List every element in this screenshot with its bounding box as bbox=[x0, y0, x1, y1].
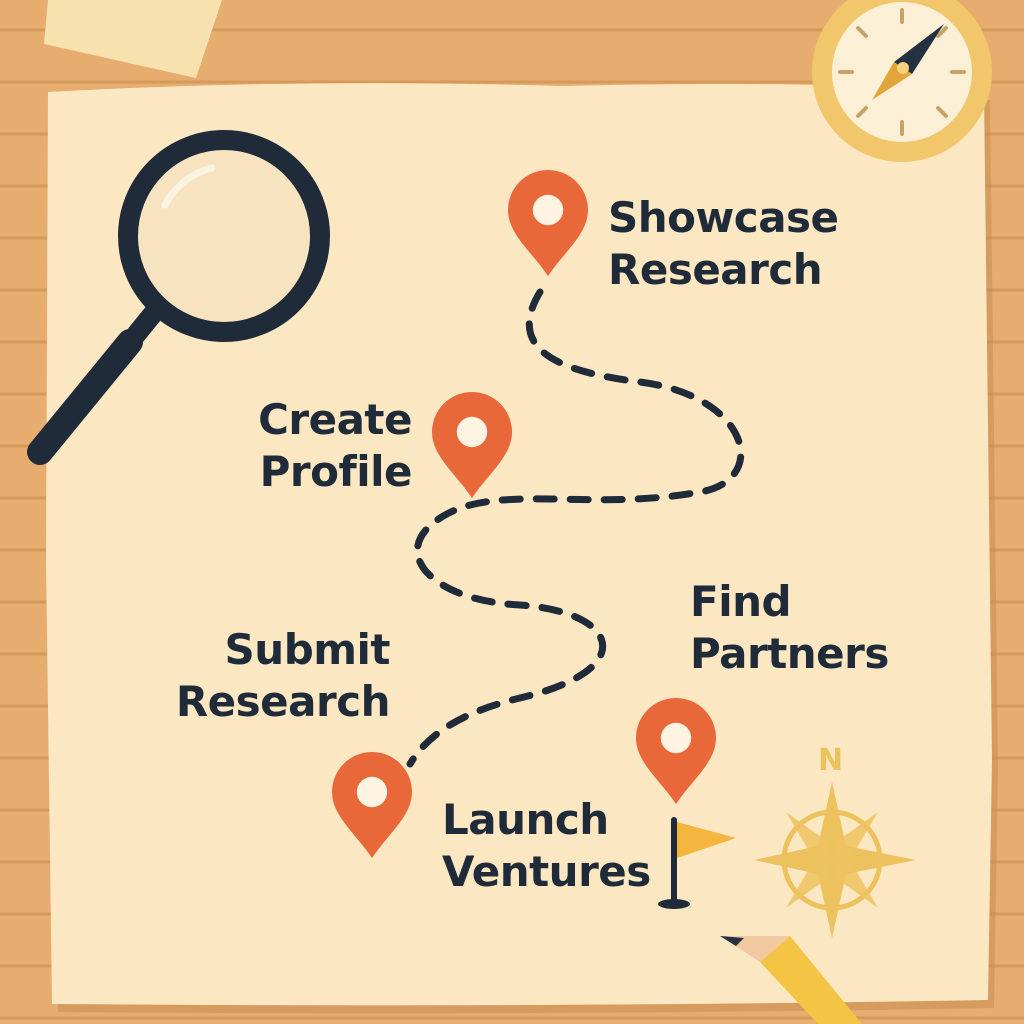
step-launch-ventures-line2: Ventures bbox=[442, 847, 651, 896]
route-path bbox=[406, 288, 745, 768]
step-create-profile-line2: Profile bbox=[259, 447, 413, 496]
compass-rose-icon bbox=[754, 782, 916, 938]
map-pin-hole bbox=[356, 776, 388, 808]
step-showcase-research-line2: Research bbox=[608, 245, 823, 294]
map-pin-hole bbox=[660, 722, 692, 754]
compass-icon bbox=[812, 0, 992, 162]
step-submit-research-line2: Research bbox=[175, 677, 391, 726]
map-pin-showcase-research bbox=[508, 170, 588, 276]
step-submit-research-line1: Submit bbox=[224, 625, 391, 674]
sticky-note-icon bbox=[44, 0, 222, 78]
map-pin-find-partners bbox=[636, 697, 716, 804]
step-create-profile: Create Profile bbox=[240, 394, 412, 498]
pencil-icon bbox=[720, 936, 862, 1024]
step-find-partners-line1: Find bbox=[690, 577, 792, 626]
step-showcase-research-line1: Showcase bbox=[608, 193, 839, 242]
step-launch-ventures: Launch Ventures bbox=[442, 794, 651, 898]
map-pin-create-profile bbox=[432, 392, 512, 498]
step-launch-ventures-line1: Launch bbox=[442, 795, 609, 844]
magnifying-glass-icon bbox=[27, 130, 330, 465]
map-pin-hole bbox=[532, 194, 564, 226]
step-find-partners-line2: Partners bbox=[690, 629, 889, 678]
flag-icon bbox=[658, 817, 736, 909]
compass-north-label: N bbox=[818, 743, 844, 778]
step-create-profile-line1: Create bbox=[258, 395, 412, 444]
step-showcase-research: Showcase Research bbox=[608, 192, 839, 296]
map-pin-submit-research bbox=[332, 752, 412, 858]
step-submit-research: Submit Research bbox=[160, 624, 391, 728]
map-pin-hole bbox=[456, 416, 488, 448]
step-find-partners: Find Partners bbox=[690, 576, 889, 680]
